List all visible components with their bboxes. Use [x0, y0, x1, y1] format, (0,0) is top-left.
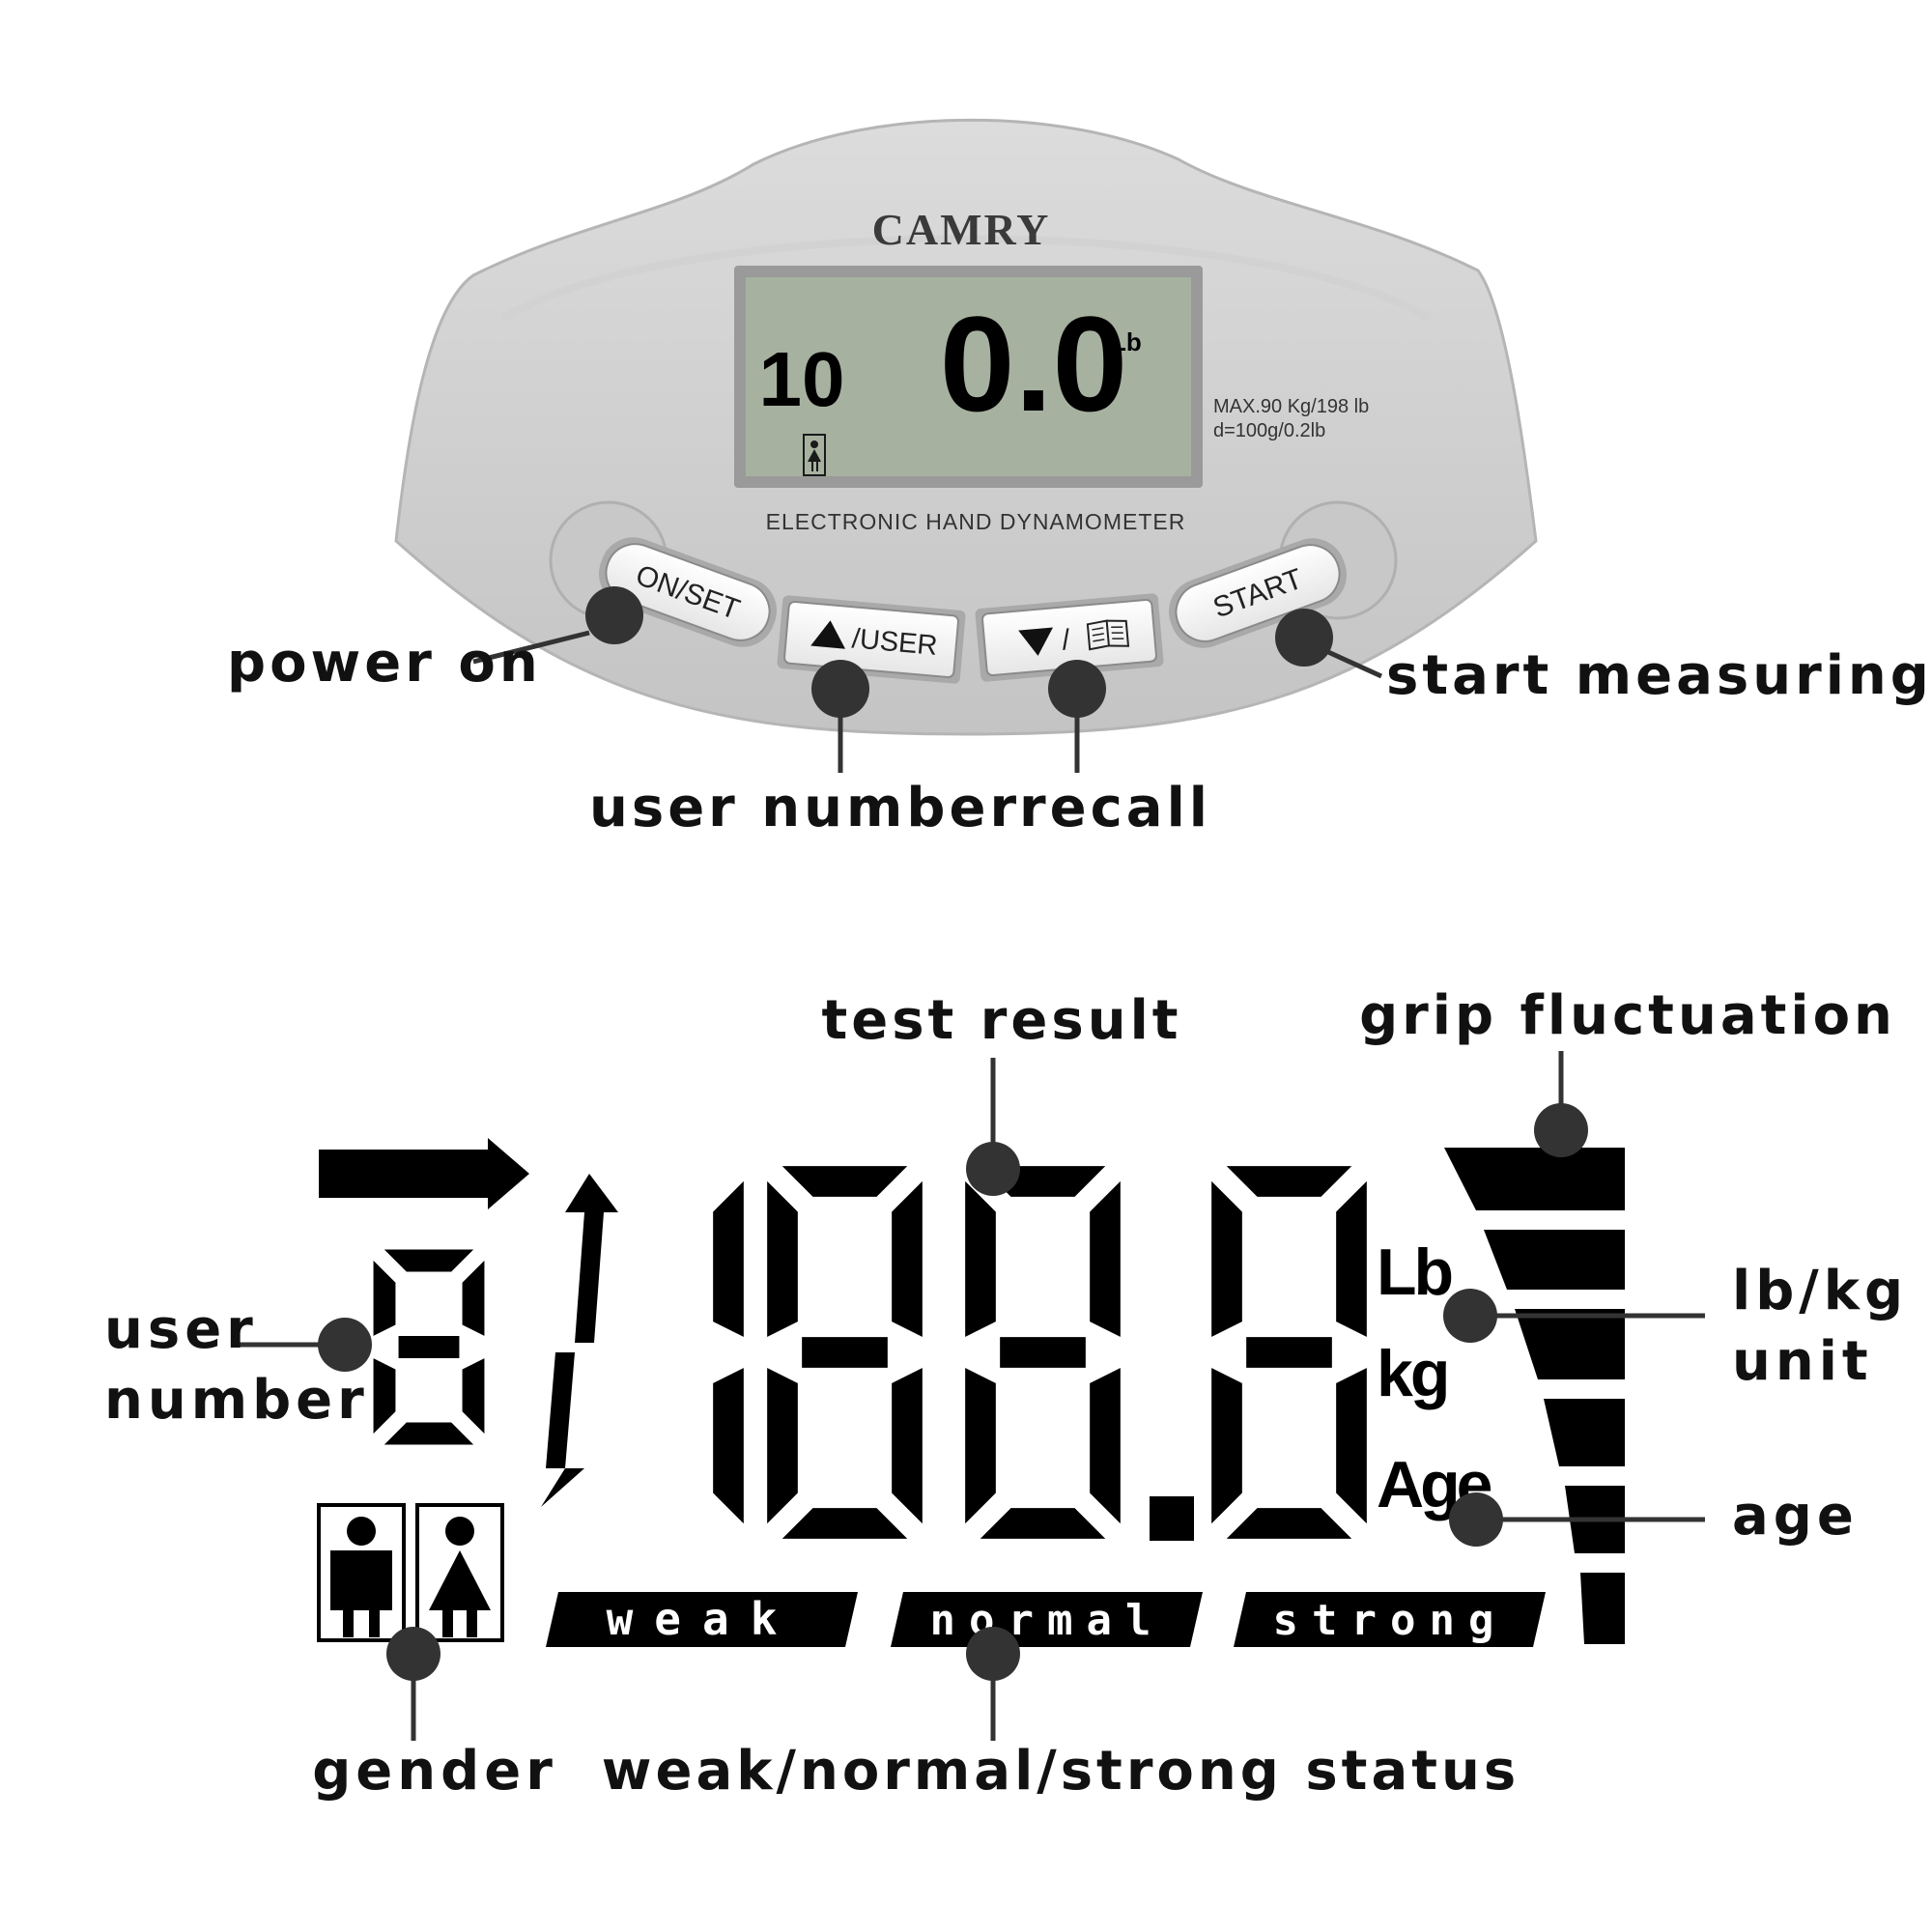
main-digit-1 [762, 1161, 927, 1544]
lcd-detail: HOLD Lb kg Age [240, 1051, 1705, 1741]
label-age: age [1732, 1485, 1859, 1548]
label-user-number-line1: user [104, 1298, 258, 1361]
segment-e [960, 1361, 1001, 1534]
segment-g [797, 1332, 893, 1373]
main-digit-3 [1207, 1161, 1372, 1544]
label-test-result: test result [821, 989, 1181, 1052]
leader-start-measuring [1326, 649, 1383, 679]
callout-dot-user-number-lcd [318, 1318, 372, 1372]
segment-b [1085, 1171, 1125, 1344]
label-start-measuring: start measuring [1386, 644, 1932, 707]
female-icon [415, 1503, 504, 1642]
segment-f [960, 1171, 1001, 1344]
segment-f [370, 1253, 399, 1341]
device-lcd-screen [746, 277, 1191, 476]
down-triangle-icon [1018, 627, 1054, 656]
grip-fluctuation-bar [1444, 1148, 1625, 1644]
user-digit-segments [370, 1246, 488, 1448]
callout-dot-age [1449, 1492, 1503, 1547]
segment-f [1207, 1171, 1247, 1344]
test-result-value [708, 1161, 1372, 1544]
device-screen-user: 10 [759, 336, 845, 422]
segment-a [1216, 1161, 1362, 1202]
up-triangle-icon [810, 620, 846, 649]
book-icon [1086, 619, 1130, 651]
down-recall-button-label: / [1061, 624, 1072, 657]
callout-dot-gender [386, 1627, 440, 1681]
segment-c [459, 1353, 488, 1441]
device-brand: CAMRY [872, 205, 1051, 254]
segment-g [1241, 1332, 1337, 1373]
callout-dot-test-result [966, 1142, 1020, 1196]
segment-a [772, 1161, 918, 1202]
label-recall: recall [1019, 777, 1211, 839]
label-gender: gender [312, 1740, 557, 1803]
segment-c [887, 1361, 927, 1534]
on-set-button[interactable]: ON/SET [589, 528, 785, 657]
device-product-name: ELECTRONIC HAND DYNAMOMETER [766, 509, 1186, 534]
decimal-point [1150, 1496, 1194, 1541]
device-illustration: CAMRY 10 0.0 Lb MAX.90 Kg/198 lb d=100g/… [394, 118, 1538, 773]
label-lb-kg-line1: lb/kg [1732, 1260, 1908, 1322]
device-spec-max: MAX.90 Kg/198 lb [1213, 396, 1369, 417]
callout-dot-start-measuring [1275, 609, 1333, 667]
segment-g [395, 1332, 463, 1362]
hold-arrow-icon [319, 1138, 529, 1209]
hold-indicator: HOLD [345, 1155, 466, 1198]
callout-dot-grip-fluctuation [1534, 1103, 1588, 1157]
label-grip-fluctuation: grip fluctuation [1359, 984, 1896, 1047]
status-strong: strong [1234, 1592, 1546, 1647]
segment-b [459, 1253, 488, 1341]
label-status: weak/normal/strong status [602, 1740, 1520, 1803]
segment-e [762, 1361, 803, 1534]
callout-dot-lb-kg-unit [1443, 1289, 1497, 1343]
status-weak-label: weak [607, 1593, 799, 1645]
status-normal-label: normal [930, 1596, 1165, 1645]
segment-d [970, 1503, 1116, 1544]
male-icon [317, 1503, 406, 1642]
segment-a [377, 1246, 481, 1275]
segment-f [762, 1171, 803, 1344]
segment-d [772, 1503, 918, 1544]
segment-g [995, 1332, 1091, 1373]
status-strong-label: strong [1273, 1596, 1508, 1645]
start-button[interactable]: START [1159, 529, 1355, 658]
segment-b [708, 1171, 749, 1344]
segment-e [370, 1353, 399, 1441]
segment-e [1207, 1361, 1247, 1534]
device-body-highlight [499, 235, 1433, 323]
status-normal: normal [891, 1592, 1203, 1647]
device-spec-division: d=100g/0.2lb [1213, 420, 1325, 441]
segment-b [1331, 1171, 1372, 1344]
callout-dot-user-number [811, 660, 869, 718]
label-lb-kg-line2: unit [1732, 1330, 1873, 1393]
fluctuation-arrow-icon [541, 1174, 618, 1507]
label-user-number-line2: number [104, 1369, 369, 1432]
down-recall-button[interactable]: / [975, 593, 1164, 682]
segment-d [1216, 1503, 1362, 1544]
segment-c [1331, 1361, 1372, 1534]
segment-d [377, 1419, 481, 1448]
status-weak: weak [546, 1592, 858, 1647]
callout-dot-status [966, 1627, 1020, 1681]
callout-dot-recall [1048, 660, 1106, 718]
up-user-button-label: /USER [851, 623, 939, 662]
device-screen-value: 0.0 [940, 288, 1128, 440]
unit-lb: Lb [1377, 1236, 1452, 1309]
main-digit-2 [960, 1161, 1125, 1544]
user-number-digit [370, 1246, 488, 1448]
main-digit-0 [708, 1171, 749, 1534]
segment-b [887, 1171, 927, 1344]
segment-c [708, 1361, 749, 1534]
unit-kg: kg [1377, 1337, 1447, 1410]
label-power-on: power on [227, 632, 542, 695]
leader-power-on [472, 630, 590, 665]
segment-c [1085, 1361, 1125, 1534]
up-user-button[interactable]: /USER [777, 595, 966, 684]
device-screen-female-icon [803, 434, 826, 476]
callout-dot-power-on [585, 586, 643, 644]
device-screen-unit: Lb [1111, 327, 1142, 356]
label-user-number: user number [589, 777, 1020, 839]
